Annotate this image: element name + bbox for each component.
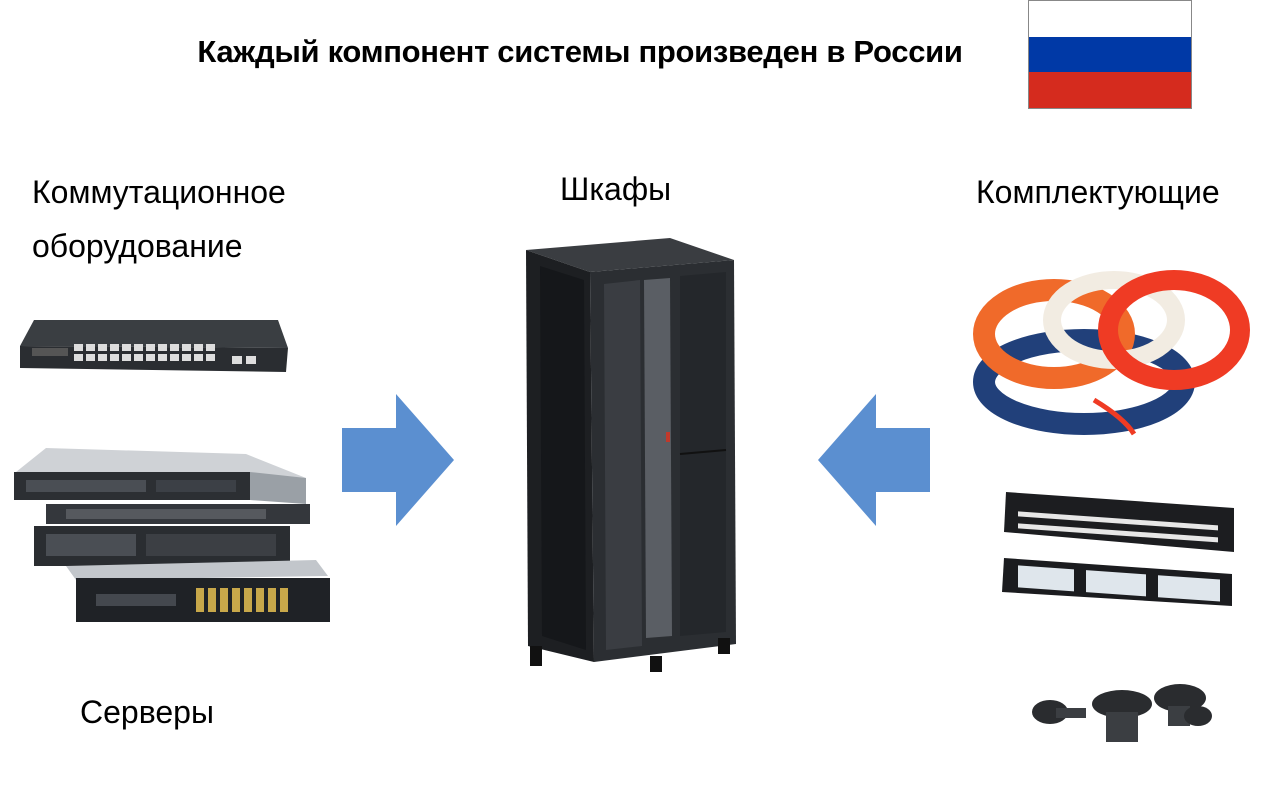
- server-cabinet-icon: [526, 238, 736, 672]
- slide-title: Каждый компонент системы произведен в Ро…: [197, 34, 963, 69]
- cable-coils-icon: [973, 270, 1250, 436]
- left-arrow-icon: [818, 394, 930, 526]
- flag-stripe-red: [1029, 72, 1191, 108]
- russian-flag-icon: [1028, 0, 1192, 109]
- network-switch-icon: [20, 320, 288, 372]
- right-arrow-icon: [342, 394, 454, 526]
- label-switching-equipment: Коммутационное оборудование: [32, 174, 286, 264]
- flag-stripe-blue: [1029, 36, 1191, 73]
- label-servers: Серверы: [80, 694, 214, 730]
- patch-panel-icon: [1002, 492, 1234, 606]
- label-components: Комплектующие: [976, 174, 1220, 210]
- rack-servers-icon: [14, 448, 330, 622]
- screws-icon: [1032, 684, 1212, 742]
- label-cabinets: Шкафы: [560, 171, 672, 207]
- flag-stripe-white: [1029, 1, 1191, 37]
